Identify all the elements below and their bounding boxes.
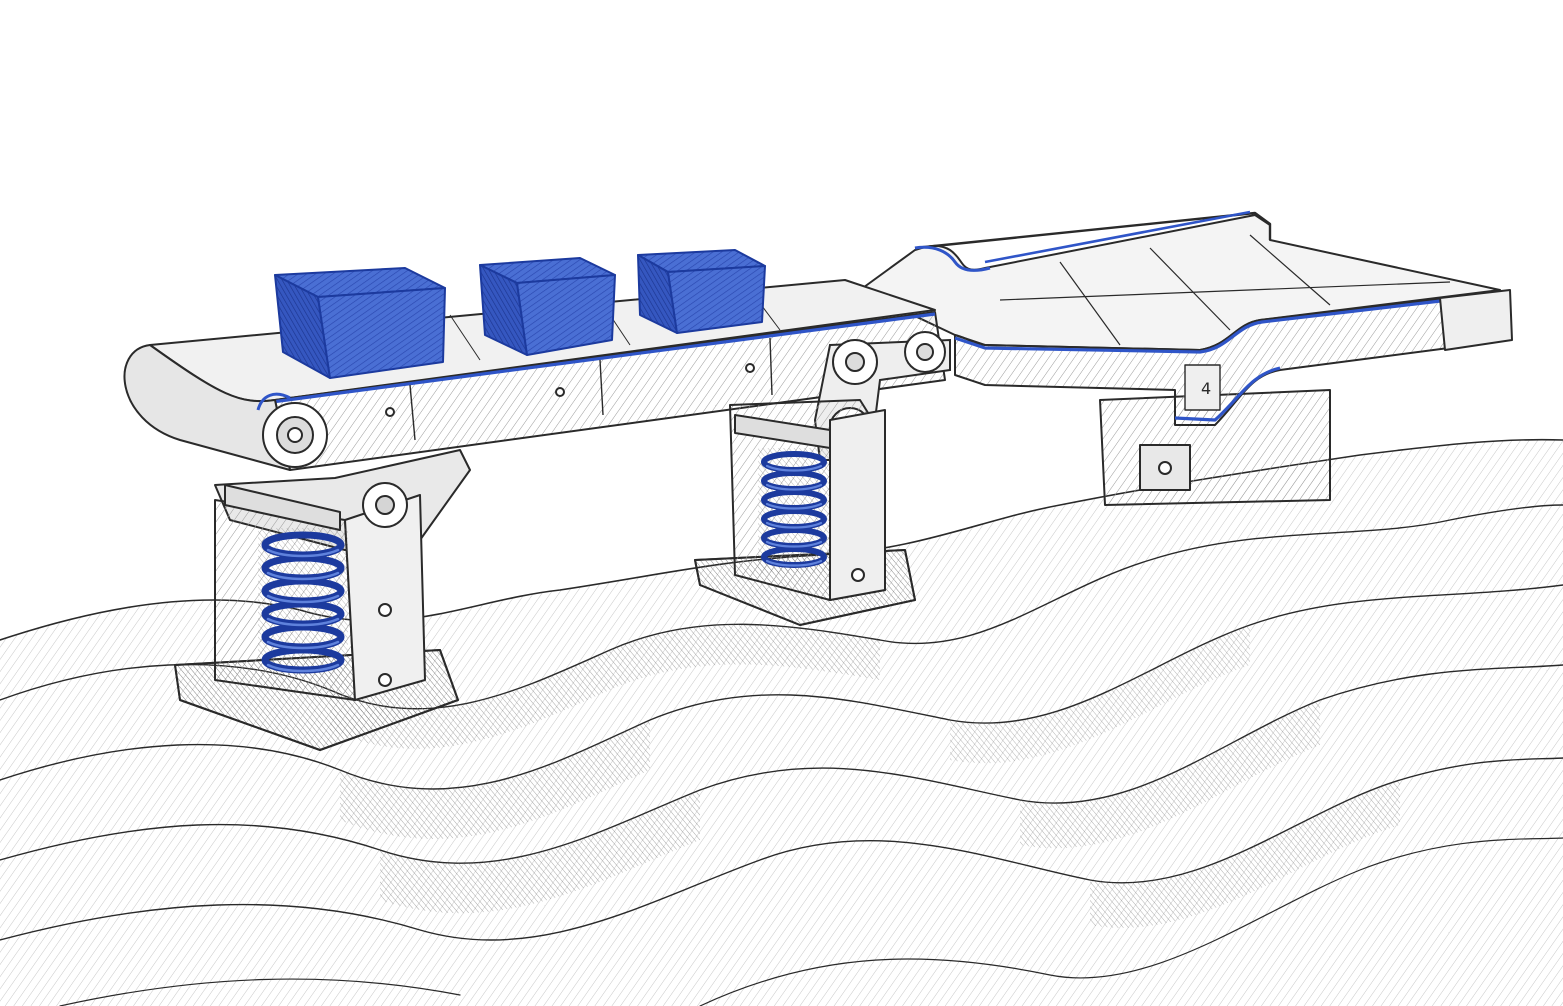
wavy-ground	[0, 438, 1563, 1006]
blue-box-3	[637, 249, 766, 334]
left-coil-spring	[258, 528, 348, 688]
blue-box-1	[274, 267, 446, 379]
middle-coil-spring	[758, 448, 830, 573]
svg-text:4: 4	[1201, 379, 1211, 398]
curved-conveyor-section: 4	[859, 210, 1513, 506]
blue-boxes	[274, 249, 766, 379]
blue-box-2	[479, 257, 616, 356]
